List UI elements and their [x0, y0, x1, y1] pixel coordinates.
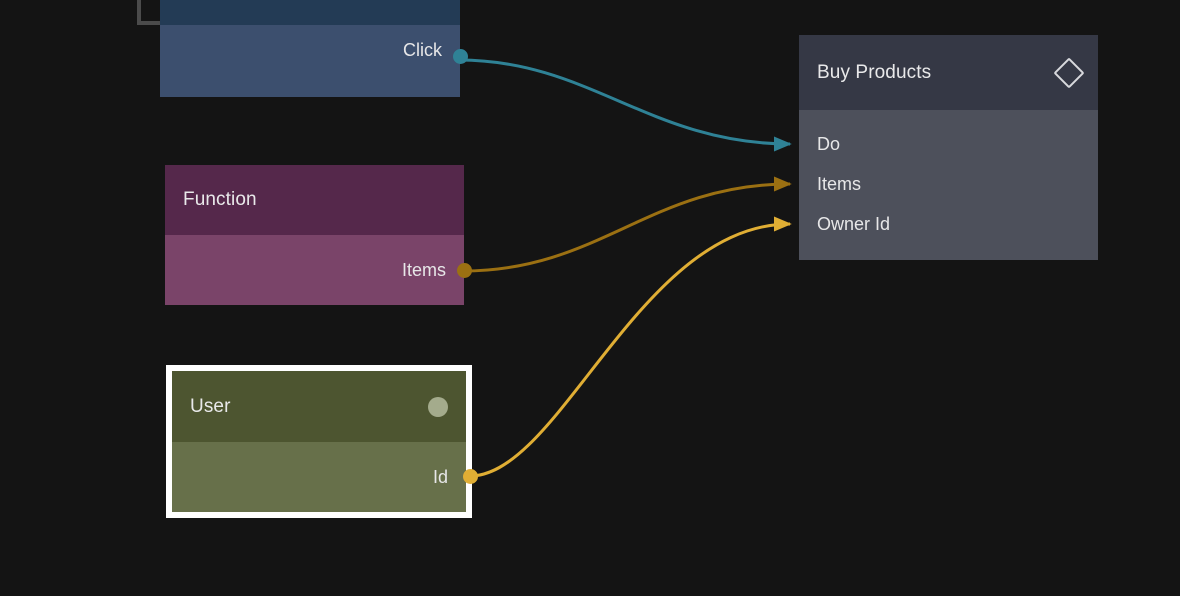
diamond-icon	[1053, 56, 1085, 89]
port-row-buy-owner-id[interactable]: Owner Id	[799, 213, 1116, 235]
port-row-event-click[interactable]: Click	[142, 39, 460, 61]
node-function-header[interactable]: Function	[165, 165, 464, 235]
port-row-buy-do[interactable]: Do	[799, 133, 1116, 155]
port-dot-event-click[interactable]	[453, 49, 468, 64]
port-label-user-id: Id	[432, 466, 448, 487]
port-row-buy-items[interactable]: Items	[799, 173, 1116, 195]
node-buy-title: Buy Products	[817, 61, 932, 83]
node-function-title: Function	[183, 189, 257, 210]
port-label-buy-owner-id: Owner Id	[817, 213, 891, 234]
port-label-function-items: Items	[401, 259, 446, 280]
node-user-title: User	[190, 395, 231, 417]
node-user-header[interactable]: User	[172, 371, 466, 442]
port-label-click: Click	[403, 39, 442, 60]
node-event-header[interactable]	[160, 0, 460, 25]
wire-items-to-items	[462, 176, 792, 273]
node-event[interactable]: Click	[160, 0, 468, 97]
port-dot-user-id[interactable]	[463, 469, 478, 484]
wire-click-to-do	[458, 58, 792, 152]
node-function[interactable]: Function Items	[165, 165, 472, 305]
port-row-user-id[interactable]: Id	[172, 466, 466, 488]
node-buy-header[interactable]: Buy Products	[799, 35, 1098, 110]
node-buy-products[interactable]: Buy Products Do Items Owner Id	[799, 35, 1098, 260]
node-buy-body: Do Items Owner Id	[799, 110, 1098, 260]
circle-icon	[428, 396, 448, 417]
node-user-body: Id	[172, 442, 466, 512]
node-event-body: Click	[160, 25, 460, 97]
wire-id-to-owner-id	[469, 216, 792, 478]
port-label-buy-items: Items	[817, 173, 862, 194]
node-user[interactable]: User Id	[166, 365, 478, 518]
selection-bracket-icon	[137, 0, 160, 25]
port-dot-function-items[interactable]	[457, 263, 472, 278]
node-function-body: Items	[165, 235, 464, 305]
port-row-function-items[interactable]: Items	[147, 259, 464, 281]
port-label-buy-do: Do	[817, 133, 841, 154]
